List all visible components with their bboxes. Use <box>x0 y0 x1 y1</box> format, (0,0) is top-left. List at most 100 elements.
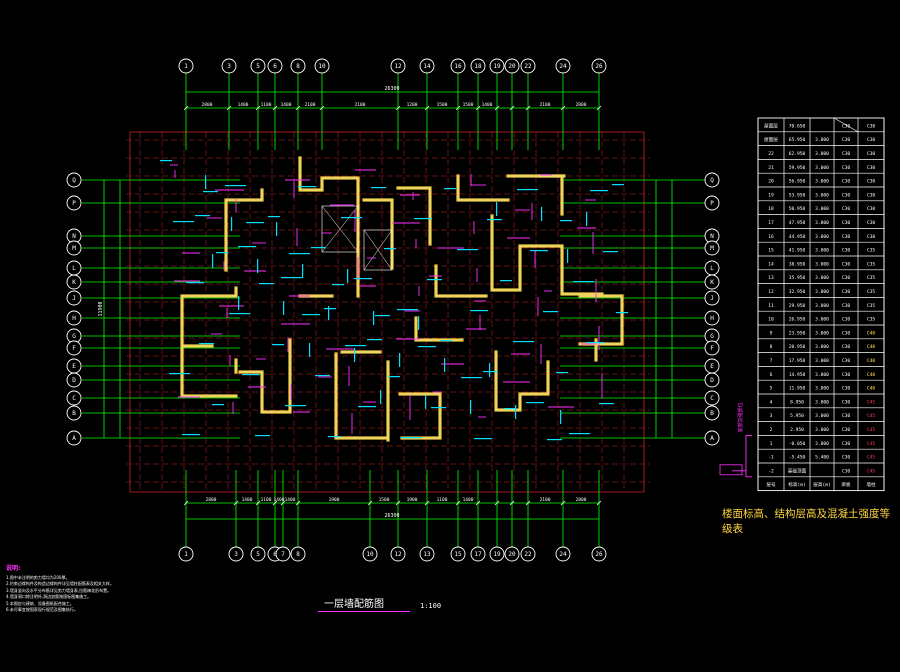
rebar-annotation <box>547 439 562 441</box>
axis-bubble-bottom-label: 17 <box>474 551 482 558</box>
dimension-tick <box>455 105 461 111</box>
table-cell-concrete-beam: C30 <box>842 165 851 171</box>
dimension-segment-top: 2800 <box>202 102 213 108</box>
axis-bubble-bottom-circle <box>362 546 378 562</box>
axis-bubble-right-label: K <box>710 279 714 286</box>
axis-bubble-bottom-label: 8 <box>296 551 300 558</box>
rebar-annotation <box>573 281 594 283</box>
shear-wall-edge <box>300 266 486 297</box>
table-cell-elevation: 2.950 <box>790 427 804 433</box>
rebar-annotation <box>255 435 270 437</box>
axis-bubble-left-circle <box>66 172 82 188</box>
table-cell-concrete-wall: C30 <box>867 220 876 226</box>
table-cell-floor: 10 <box>768 317 774 323</box>
table-cell-floor: -2 <box>768 468 774 474</box>
dimension-tick <box>367 500 373 506</box>
axis-bubble-left-circle <box>66 340 82 356</box>
axis-bubble-bottom-circle <box>591 546 607 562</box>
table-cell-concrete-wall: C30 <box>867 123 876 129</box>
title-underline <box>318 611 410 612</box>
table-cell-concrete-wall: C45 <box>867 441 876 447</box>
rebar-annotation-vertical <box>496 202 498 216</box>
rebar-annotation-vertical <box>283 301 285 315</box>
rebar-annotation <box>470 310 488 312</box>
dimension-segment-bottom: 2800 <box>206 497 217 503</box>
axis-bubble-bottom-circle <box>470 546 486 562</box>
table-cell-concrete-wall: C40 <box>867 344 876 350</box>
table-cell-concrete-beam: C30 <box>842 248 851 254</box>
axis-grid <box>82 72 712 548</box>
dimension-segment-top: 1400 <box>281 102 292 108</box>
rebar-annotation <box>324 308 336 310</box>
table-cell-height: 3.000 <box>815 234 829 240</box>
strengthen-bracket <box>745 434 752 478</box>
table-cell-elevation: 26.950 <box>789 317 806 323</box>
table-caption: 楼面标高、结构层高及混凝土强度等级表 <box>722 508 890 535</box>
dimension-segment-top: 1500 <box>437 102 448 108</box>
axis-bubble-right-label: H <box>710 315 714 322</box>
table-cell-concrete-beam: C30 <box>842 317 851 323</box>
rebar-annotation-vertical <box>257 259 259 273</box>
rebar-annotation <box>556 372 568 374</box>
table-cell-elevation: 基础顶面 <box>788 467 807 474</box>
rebar-annotation <box>440 340 452 342</box>
rebar-annotation <box>285 405 306 407</box>
axis-bubble-left-label: K <box>72 279 76 286</box>
note-line: 1.图中未注明的剪力墙均为200厚。 <box>6 574 70 580</box>
table-cell-concrete-beam: C30 <box>842 413 851 419</box>
table-cell-concrete-beam: C30 <box>842 303 851 309</box>
table-cell-elevation: 59.950 <box>789 165 806 171</box>
axis-bubble-top-circle <box>419 58 435 74</box>
dimension-tick <box>494 105 500 111</box>
axis-bubble-right-label: D <box>710 377 714 384</box>
table-cell-concrete-wall: C30 <box>867 137 876 143</box>
shear-wall <box>490 174 604 296</box>
table-cell-concrete-beam: C30 <box>842 468 851 474</box>
rebar-annotation <box>358 406 376 408</box>
dimension-tick <box>272 500 278 506</box>
axis-bubble-bottom-label: 10 <box>366 551 374 558</box>
table-cell-floor: 8 <box>770 344 773 350</box>
rebar-annotation <box>599 403 614 405</box>
rebar-annotation-vertical <box>309 343 311 357</box>
rebar-annotation <box>225 185 246 187</box>
table-cell-floor: 17 <box>768 220 774 226</box>
shear-wall <box>298 264 488 298</box>
table-cell-concrete-beam: C30 <box>842 234 851 240</box>
table-cell-elevation: 65.950 <box>789 137 806 143</box>
axis-bubble-left-label: M <box>72 245 76 252</box>
table-cell-floor: 1 <box>770 441 773 447</box>
table-cell-concrete-wall: C40 <box>867 330 876 336</box>
table-cell-concrete-wall: C45 <box>867 455 876 461</box>
table-cell-concrete-wall: C30 <box>867 206 876 212</box>
axis-bubble-right-circle <box>704 240 720 256</box>
axis-bubble-top-circle <box>250 58 266 74</box>
axis-bubble-left-label: C <box>72 395 76 402</box>
shaft-outline <box>321 205 359 253</box>
table-cell-floor: 2 <box>770 427 773 433</box>
rebar-annotation <box>212 404 224 406</box>
axis-bubble-right-label: B <box>710 410 714 417</box>
table-cell-elevation: 5.950 <box>790 413 804 419</box>
axis-bubble-top-label: 24 <box>559 63 567 70</box>
rebar-annotation-vertical <box>489 363 491 377</box>
shear-wall-edge <box>335 351 389 440</box>
rebar-annotation-vertical <box>231 217 233 231</box>
dimension-segment-bottom: 1900 <box>407 497 418 503</box>
drawing-scale: 1:100 <box>420 602 442 610</box>
axis-bubble-bottom-circle <box>504 546 520 562</box>
axis-bubble-left-label: B <box>72 410 76 417</box>
axis-bubble-right-circle <box>704 340 720 356</box>
rebar-annotation <box>461 377 482 379</box>
axis-bubble-right-circle <box>704 172 720 188</box>
rebar-annotation <box>195 215 210 217</box>
dimension-tick <box>183 105 189 111</box>
table-cell-elevation: 41.950 <box>789 248 806 254</box>
table-cell-concrete-wall: C30 <box>867 192 876 198</box>
axis-bubble-left-circle <box>66 310 82 326</box>
dimension-tick <box>295 105 301 111</box>
table-cell-elevation: 38.950 <box>789 261 806 267</box>
rebar-annotation-vertical <box>586 212 588 226</box>
dimension-overall-top: 26300 <box>384 86 399 92</box>
